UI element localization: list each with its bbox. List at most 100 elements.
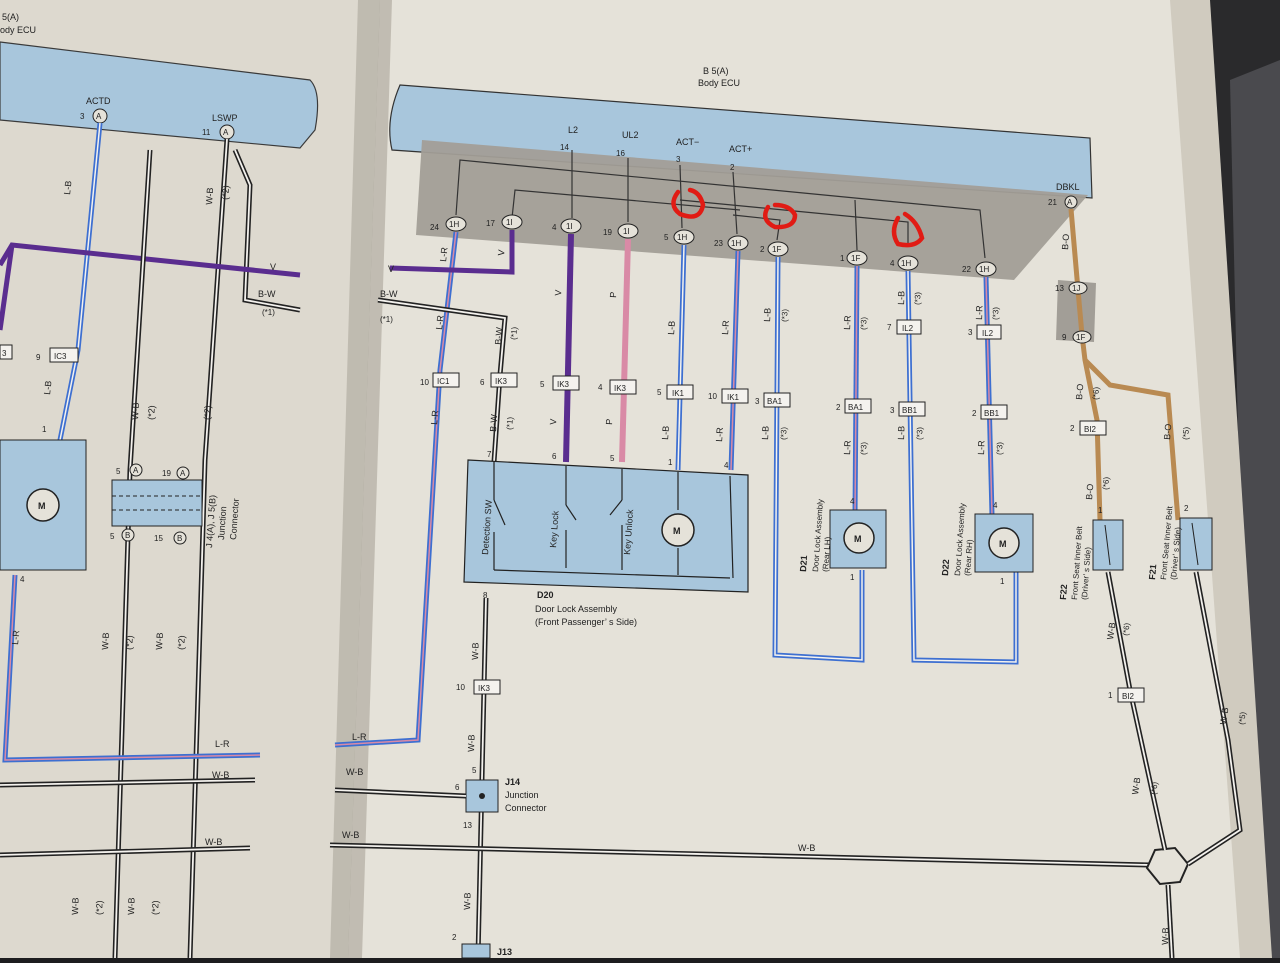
conn-ik3-low xyxy=(473,679,501,695)
row-conn-0 xyxy=(445,216,467,232)
d22-subtitle: (Rear RH) xyxy=(963,539,975,576)
svg-text:10: 10 xyxy=(420,378,429,387)
red-annotation-marks xyxy=(671,187,925,248)
left-motor-icon xyxy=(26,488,60,522)
svg-text:1H: 1H xyxy=(677,233,687,242)
d21-motor-box xyxy=(829,509,887,569)
wire-label-lr-e: L-R xyxy=(720,319,731,335)
svg-text:IL2: IL2 xyxy=(902,324,914,333)
svg-text:W-B: W-B xyxy=(1105,622,1117,641)
wire-b-o-branch xyxy=(1083,358,1181,521)
left-wire-label-star2-top: (*2) xyxy=(220,185,231,200)
row-conn-3 xyxy=(617,223,639,239)
left-wire-label-lb-mid: L-B xyxy=(42,380,53,395)
wire-label-lr-j: L-R xyxy=(976,440,987,455)
svg-text:W-B: W-B xyxy=(1160,927,1171,945)
svg-text:(*6): (*6) xyxy=(1091,386,1101,400)
f22-id: F22 xyxy=(1058,584,1069,600)
dbkl-conn-1f xyxy=(1072,330,1092,344)
svg-text:1H: 1H xyxy=(449,220,459,229)
svg-text:8: 8 xyxy=(483,591,488,600)
wire-label-wb-c: W-B xyxy=(462,892,473,910)
wire-label-lr-c: L-R xyxy=(429,409,440,425)
wire-label-star1-left: (*1) xyxy=(380,315,393,324)
body-ecu-subtitle: Body ECU xyxy=(698,78,740,88)
left-wire-label-v-right: V xyxy=(270,262,276,272)
svg-text:W-B: W-B xyxy=(1218,707,1230,726)
svg-text:(*5): (*5) xyxy=(1181,426,1191,440)
conn-bb1-b xyxy=(980,404,1008,420)
wire-label-v-b: V xyxy=(548,418,558,425)
left-wire-label-star2-bot-a: (*2) xyxy=(94,900,105,915)
left-wire-label-lb-top: L-B xyxy=(62,180,73,195)
ecu-pin-num-l2: 14 xyxy=(560,143,569,152)
left-wire-label-wb-bot-a: W-B xyxy=(70,897,81,915)
junction-pin-5-top: 5 xyxy=(116,467,121,476)
ecu-pin-num-dbkl: 21 xyxy=(1048,198,1057,207)
junction-pin-15: 15 xyxy=(154,534,163,543)
d21-id: D21 xyxy=(798,555,809,572)
wire-label-star3-a: (*3) xyxy=(780,308,790,322)
svg-text:1F: 1F xyxy=(772,245,781,254)
svg-text:IC1: IC1 xyxy=(437,377,450,386)
svg-text:(*6): (*6) xyxy=(1121,622,1132,636)
conn-il2-b xyxy=(976,324,1002,340)
ecu-pin-name-ul2: UL2 xyxy=(622,130,639,140)
conn-ik1-b xyxy=(721,388,749,404)
svg-text:6: 6 xyxy=(455,783,460,792)
page-edge xyxy=(1170,0,1272,958)
j14-subtitle: Connector xyxy=(505,803,547,813)
row-conn-1 xyxy=(501,214,523,230)
wire-label-lr-a: L-R xyxy=(438,246,450,262)
left-wire-label-star1-right: (*1) xyxy=(262,308,275,317)
left-wire-label-wb-bot-b: W-B xyxy=(126,897,137,915)
svg-text:2: 2 xyxy=(836,403,841,412)
ecu-pin-num-act-minus: 3 xyxy=(676,155,681,164)
svg-text:9: 9 xyxy=(1062,333,1067,342)
left-wire-label-wb-low-a: W-B xyxy=(100,632,111,650)
d20-door-lock-box xyxy=(463,459,749,593)
wire-label-bw-a: B-W xyxy=(493,326,505,345)
wire-violet-left xyxy=(389,230,515,275)
wire-label-p-a: P xyxy=(608,291,618,298)
svg-text:13: 13 xyxy=(1055,284,1064,293)
left-ecu-conn-a1-label: A xyxy=(96,112,102,121)
ecu-connector-panel xyxy=(416,140,1088,280)
svg-text:W-B: W-B xyxy=(798,843,815,853)
svg-text:3: 3 xyxy=(755,397,760,406)
svg-text:B-O: B-O xyxy=(1074,383,1085,400)
ground-point-icon xyxy=(1145,846,1190,886)
conn-bi2-top xyxy=(1079,420,1107,436)
svg-text:W-B: W-B xyxy=(346,767,363,777)
j14-id: J14 xyxy=(505,777,520,787)
row-conn-num-2: 4 xyxy=(552,223,557,232)
row-connectors: 24 1H 17 1I 4 1I 19 1I 5 1H 23 1H 2 1F 1… xyxy=(430,214,997,277)
svg-text:(*6): (*6) xyxy=(1149,781,1160,795)
ecu-pin-num-ul2: 16 xyxy=(616,149,625,158)
conn-bi2-bottom xyxy=(1117,687,1145,703)
left-wire-label-star2-mid-b: (*2) xyxy=(202,405,213,420)
left-wire-label-wb-mid: W-B xyxy=(130,402,141,420)
svg-text:W-B: W-B xyxy=(342,830,359,840)
svg-text:1I: 1I xyxy=(623,227,630,236)
ecu-pin-name-l2: L2 xyxy=(568,125,578,135)
wire-label-p-b: P xyxy=(604,418,614,425)
j13-id: J13 xyxy=(497,947,512,957)
row-conn-4 xyxy=(673,229,695,245)
svg-text:BB1: BB1 xyxy=(902,406,918,415)
svg-text:M: M xyxy=(999,539,1007,549)
svg-text:A: A xyxy=(1067,198,1073,207)
svg-text:IL2: IL2 xyxy=(982,329,994,338)
left-ecu-header: 5(A) xyxy=(2,12,19,22)
svg-text:7: 7 xyxy=(887,323,892,332)
wire-label-lb-d: L-B xyxy=(760,426,771,441)
d20-detection-sw: Detection SW xyxy=(480,499,494,555)
left-ecu-pin-name-lswp: LSWP xyxy=(212,113,238,123)
row-conn-8 xyxy=(897,255,919,271)
svg-text:IK3: IK3 xyxy=(614,384,627,393)
conn-ik3-b xyxy=(552,375,580,391)
ecu-pin-name-act-minus: ACT− xyxy=(676,137,699,147)
svg-text:5: 5 xyxy=(610,454,615,463)
svg-text:6: 6 xyxy=(552,452,557,461)
svg-text:13: 13 xyxy=(463,821,472,830)
